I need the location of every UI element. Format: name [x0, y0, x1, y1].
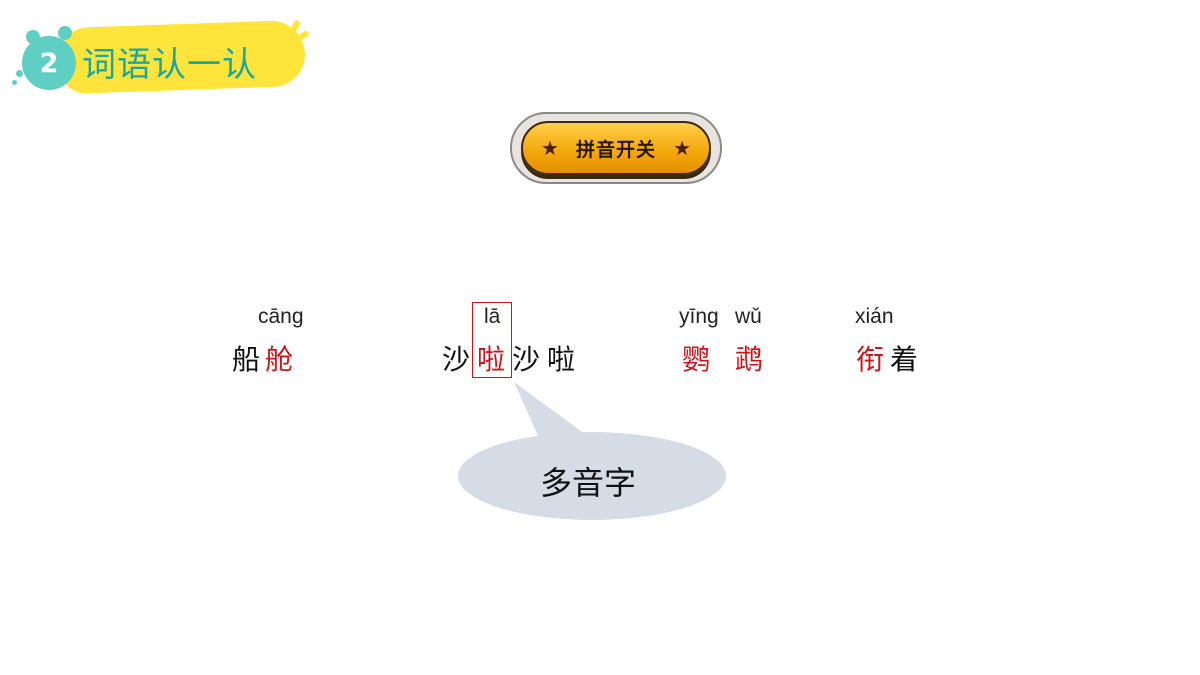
hanzi-highlighted: 舱: [265, 343, 294, 376]
hanzi-highlighted: 鹉: [735, 343, 764, 376]
hanzi: 啦: [547, 343, 576, 376]
polyphone-highlight-box: [472, 302, 512, 378]
pinyin-cang: cāng: [258, 305, 304, 328]
number-badge-ear: [58, 26, 72, 40]
hanzi-highlighted: 啦: [477, 343, 506, 376]
pinyin-toggle-button-face[interactable]: ★ 拼音开关 ★: [521, 121, 711, 175]
decorative-dot: [12, 80, 17, 85]
star-icon: ★: [673, 136, 691, 160]
hanzi: 船: [232, 343, 261, 376]
callout-ellipse: [458, 432, 726, 520]
hanzi-highlighted: 衔: [856, 343, 885, 376]
pinyin-wu: wǔ: [735, 305, 762, 328]
header-background-tail: [250, 32, 300, 72]
callout-label: 多音字: [540, 464, 637, 502]
callout-pointer: [514, 382, 585, 440]
star-icon: ★: [541, 136, 559, 160]
hanzi: 沙: [512, 343, 541, 376]
pinyin-xian: xián: [855, 305, 894, 328]
hanzi-highlighted: 鹦: [682, 343, 711, 376]
hanzi: 沙: [442, 343, 471, 376]
pinyin-toggle-button[interactable]: ★ 拼音开关 ★: [510, 112, 722, 184]
section-number-badge: 2: [22, 36, 76, 90]
section-header: 2 词语认一认: [10, 18, 310, 95]
decorative-dot: [16, 70, 23, 77]
pinyin-ying: yīng: [679, 305, 719, 328]
section-title: 词语认一认: [82, 45, 257, 85]
hanzi: 着: [890, 343, 919, 376]
pinyin-toggle-label: 拼音开关: [575, 138, 656, 161]
pinyin-la: lā: [484, 305, 501, 328]
